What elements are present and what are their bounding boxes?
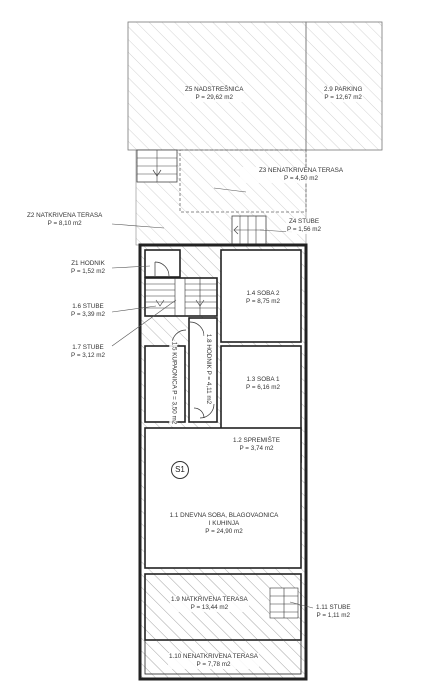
- room-area: P = 3,50 m2: [170, 390, 178, 425]
- room-area: P = 8,10 m2: [47, 220, 82, 227]
- room-area: P = 1,52 m2: [71, 268, 106, 275]
- label-parking: 2.9 PARKING P = 12,67 m2: [323, 86, 364, 102]
- stairs-interior: [145, 278, 217, 316]
- room-area: P = 7,78 m2: [196, 661, 231, 668]
- room-name: Z5 NADSTREŠNICA: [185, 86, 244, 93]
- room-name: 2.9 PARKING: [324, 86, 363, 93]
- label-stairs-1-11: 1.11 STUBE P = 1,11 m2: [315, 604, 352, 620]
- label-z1-hallway: Z1 HODNIK P = 1,52 m2: [70, 260, 107, 276]
- room-name: 1.10 NENATKRIVENA TERASA: [169, 653, 259, 660]
- room-area: P = 3,39 m2: [71, 311, 106, 318]
- label-z5-canopy: Z5 NADSTREŠNICA P = 29,62 m2: [184, 86, 245, 102]
- label-stairs-1-7: 1.7 STUBE P = 3,12 m2: [70, 344, 107, 360]
- room-name: 1.1 DNEVNA SOBA, BLAGOVAONICA I KUHINJA: [169, 512, 279, 527]
- room-name: 1.5 KUPAONICA: [170, 341, 178, 389]
- label-z2-terrace: Z2 NATKRIVENA TERASA P = 8,10 m2: [26, 212, 104, 228]
- label-uncovered-terrace: 1.10 NENATKRIVENA TERASA P = 7,78 m2: [168, 653, 260, 669]
- label-stairs-1-6: 1.6 STUBE P = 3,39 m2: [70, 303, 107, 319]
- room-area: P = 13,44 m2: [190, 604, 229, 611]
- room-name: 1.9 NATKRIVENA TERASA: [171, 596, 248, 603]
- stairs-upper-left: [136, 149, 178, 183]
- leader-lines: [111, 187, 314, 609]
- room-name: 1.11 STUBE: [316, 604, 351, 611]
- room-name: 1.3 SOBA 1: [246, 376, 280, 383]
- label-storage: 1.2 SPREMIŠTE P = 3,74 m2: [232, 437, 281, 453]
- stairs-1-11: [269, 587, 299, 619]
- doors: [154, 261, 215, 419]
- room-name: 1.6 STUBE: [72, 303, 104, 310]
- room-area: P = 4,11 m2: [205, 370, 213, 405]
- room-name: Z2 NATKRIVENA TERASA: [27, 212, 103, 219]
- label-room-1: 1.3 SOBA 1 P = 6,16 m2: [245, 376, 282, 392]
- room-name: 1.2 SPREMIŠTE: [233, 437, 280, 444]
- room-name: Z3 NENATKRIVENA TERASA: [258, 167, 344, 174]
- room-area: P = 3,12 m2: [71, 352, 106, 359]
- room-area: P = 29,62 m2: [195, 94, 233, 101]
- room-area: P = 3,74 m2: [239, 445, 274, 452]
- room-name: 1.7 STUBE: [72, 344, 104, 351]
- room-area: P = 8,75 m2: [246, 298, 281, 305]
- room-name: 1.4 SOBA 2: [246, 290, 280, 297]
- zone-marker-s1: S1: [171, 461, 189, 479]
- room-area: P = 4,50 m2: [283, 175, 318, 182]
- room-area: P = 1,11 m2: [316, 612, 351, 619]
- room-area: P = 12,67 m2: [324, 94, 362, 101]
- label-hallway-1-8: 1.8 HODNIK P = 4,11 m2: [204, 332, 213, 406]
- label-living-room: 1.1 DNEVNA SOBA, BLAGOVAONICA I KUHINJA …: [168, 512, 280, 536]
- room-area: P = 6,16 m2: [246, 384, 281, 391]
- label-z3-terrace: Z3 NENATKRIVENA TERASA P = 4,50 m2: [240, 167, 362, 183]
- label-covered-terrace: 1.9 NATKRIVENA TERASA P = 13,44 m2: [170, 596, 249, 612]
- room-area: P = 1,56 m2: [287, 226, 322, 233]
- room-area: P = 24,90 m2: [205, 528, 243, 535]
- label-bathroom: 1.5 KUPAONICA P = 3,50 m2: [169, 340, 178, 426]
- label-room-2: 1.4 SOBA 2 P = 8,75 m2: [245, 290, 282, 306]
- room-name: 1.8 HODNIK: [205, 333, 213, 369]
- label-z4-stairs: Z4 STUBE P = 1,56 m2: [286, 218, 323, 234]
- room-name: Z4 STUBE: [288, 218, 320, 225]
- room-name: Z1 HODNIK: [71, 260, 105, 267]
